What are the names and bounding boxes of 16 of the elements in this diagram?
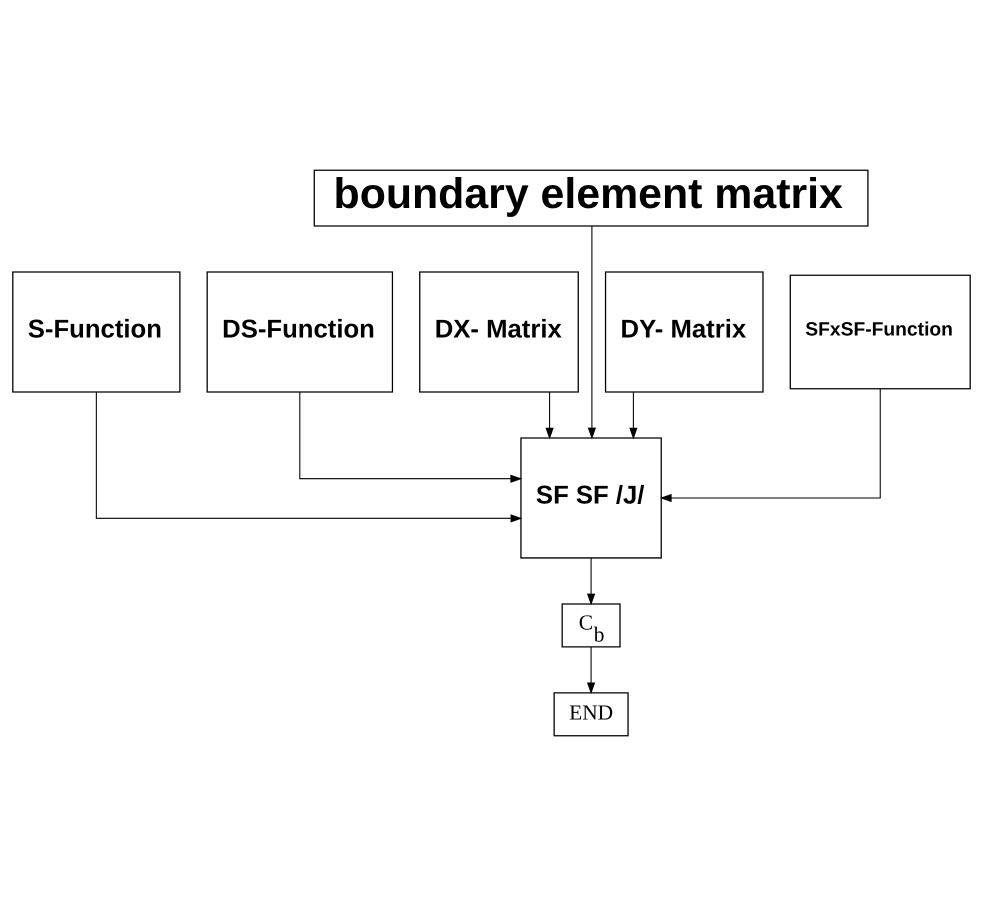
arrow [299, 392, 522, 482]
arrow [96, 391, 522, 522]
node-box: END [554, 692, 629, 736]
node-box: DX- Matrix [419, 270, 579, 392]
arrow [545, 392, 554, 440]
node-box: S-Function [12, 270, 181, 392]
node-box: DY- Matrix [604, 270, 764, 392]
node-box: SFxSF-Function [790, 274, 971, 389]
node-box: SF SF /J/ [520, 436, 662, 558]
arrow [629, 392, 638, 440]
node-box: boundary element matrix [314, 169, 869, 226]
arrow [588, 226, 596, 439]
arrow [586, 646, 596, 694]
arrow [586, 557, 596, 605]
arrow [660, 388, 881, 502]
node-box: DS-Function [206, 270, 394, 392]
